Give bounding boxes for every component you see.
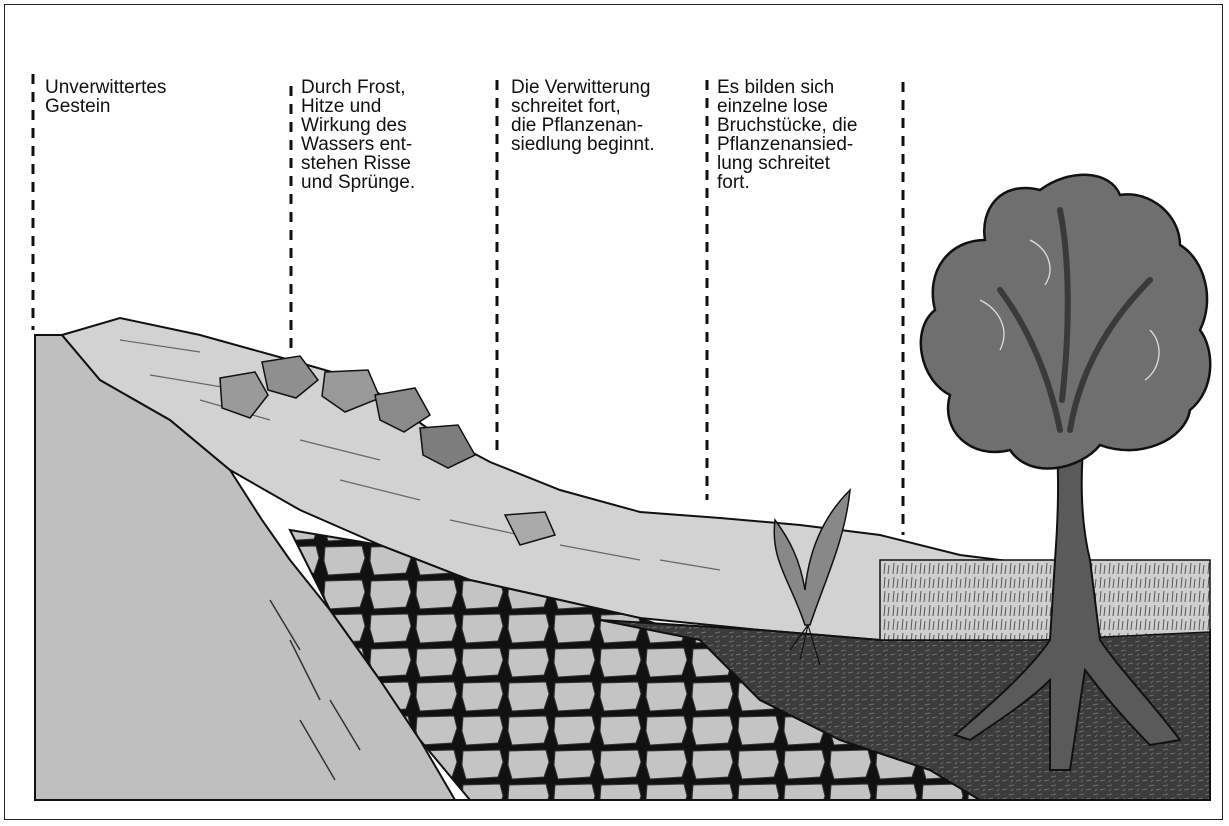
stage-label-cracks: Durch Frost, Hitze und Wirkung des Wasse… xyxy=(301,78,415,192)
stage-label-loose-fragments: Es bilden sich einzelne lose Bruchstücke… xyxy=(717,78,857,192)
stage-label-weathering-continues: Die Verwitterung schreitet fort, die Pfl… xyxy=(511,78,655,154)
stage-label-unweathered-rock: Unverwittertes Gestein xyxy=(45,78,166,116)
